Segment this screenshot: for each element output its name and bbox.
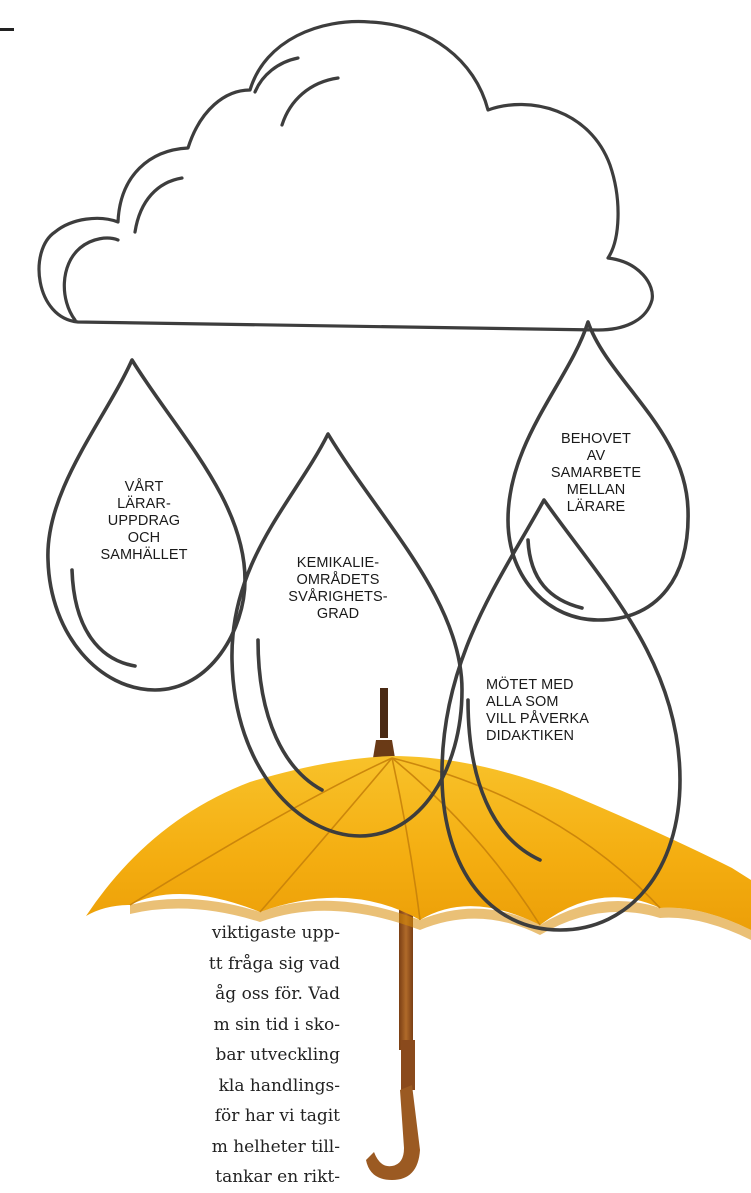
umbrella-tip bbox=[380, 688, 388, 738]
cloud-inner-curve bbox=[255, 58, 298, 92]
umbrella-ferrule bbox=[373, 740, 395, 758]
drop-3-label: BEHOVET AV SAMARBETE MELLAN LÄRARE bbox=[537, 431, 655, 516]
cloud-inner-curve bbox=[64, 238, 118, 320]
drop-2-label: KEMIKALIE- OMRÅDETS SVÅRIGHETS- GRAD bbox=[278, 555, 398, 623]
cloud-shape bbox=[39, 22, 652, 330]
umbrella-handle bbox=[366, 1085, 420, 1180]
drop-3-highlight bbox=[528, 540, 582, 608]
umbrella-shaft-lower bbox=[401, 1040, 415, 1090]
body-paragraph: viktigaste upp- tt fråga sig vad åg oss … bbox=[0, 918, 340, 1193]
drop-1-label: VÅRT LÄRAR- UPPDRAG OCH SAMHÄLLET bbox=[88, 479, 200, 564]
cloud-inner-curve bbox=[135, 178, 182, 232]
drop-4-label: MÖTET MED ALLA SOM VILL PÅVERKA DIDAKTIK… bbox=[486, 677, 616, 745]
cloud-inner-curve bbox=[282, 78, 338, 125]
